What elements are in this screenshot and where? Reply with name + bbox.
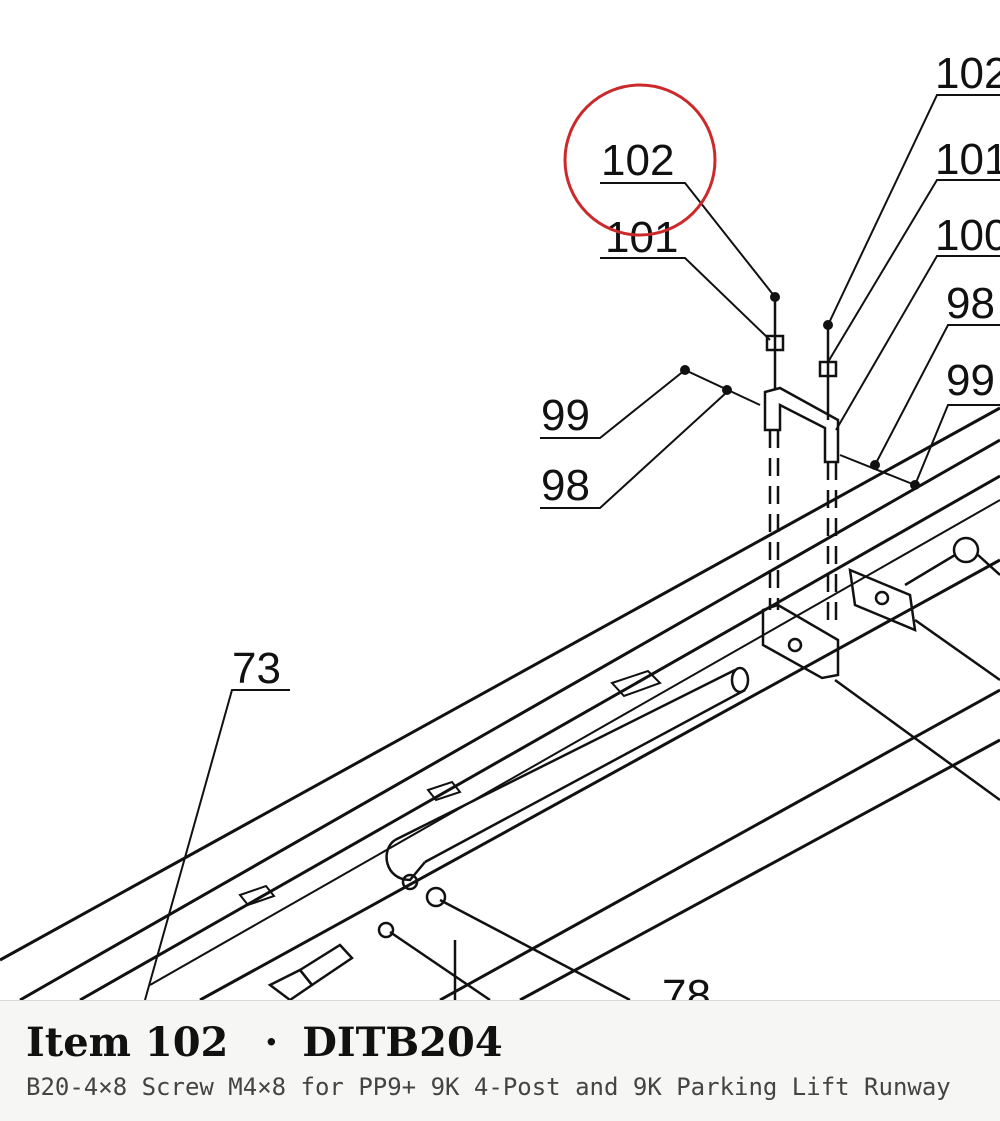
leader-lines bbox=[144, 94, 1000, 1000]
part-number: DITB204 bbox=[302, 1019, 503, 1066]
post-assembly bbox=[761, 300, 1000, 802]
part-info-footer: Item 102 · DITB204 B20-4×8 Screw M4×8 fo… bbox=[0, 1000, 1000, 1121]
callout-98: 98 bbox=[541, 461, 590, 510]
callout-101: 101 bbox=[605, 213, 678, 262]
lower-hardware bbox=[267, 873, 631, 1000]
callout-100: 100 bbox=[935, 211, 1000, 260]
title-separator: · bbox=[264, 1019, 279, 1066]
part-description: B20-4×8 Screw M4×8 for PP9+ 9K 4-Post an… bbox=[26, 1073, 951, 1101]
callout-99: 99 bbox=[946, 356, 995, 405]
callout-102: 102 bbox=[601, 136, 674, 185]
runway-rails bbox=[0, 406, 1000, 1000]
callout-101: 101 bbox=[935, 135, 1000, 184]
callout-99: 99 bbox=[541, 391, 590, 440]
callout-102: 102 bbox=[935, 49, 1000, 98]
runway-slots bbox=[238, 669, 662, 907]
part-title: Item 102 · DITB204 bbox=[26, 1019, 503, 1066]
callout-73: 73 bbox=[232, 644, 281, 693]
exploded-parts-diagram: 102 101 99 98 102 101 100 98 99 73 78 bbox=[0, 49, 1000, 1000]
callout-98: 98 bbox=[946, 279, 995, 328]
item-label: Item 102 bbox=[26, 1019, 229, 1066]
screws-washers bbox=[680, 292, 920, 490]
rod-part bbox=[385, 666, 750, 882]
callout-78: 78 bbox=[662, 971, 711, 1000]
highlight-circle bbox=[563, 83, 717, 237]
